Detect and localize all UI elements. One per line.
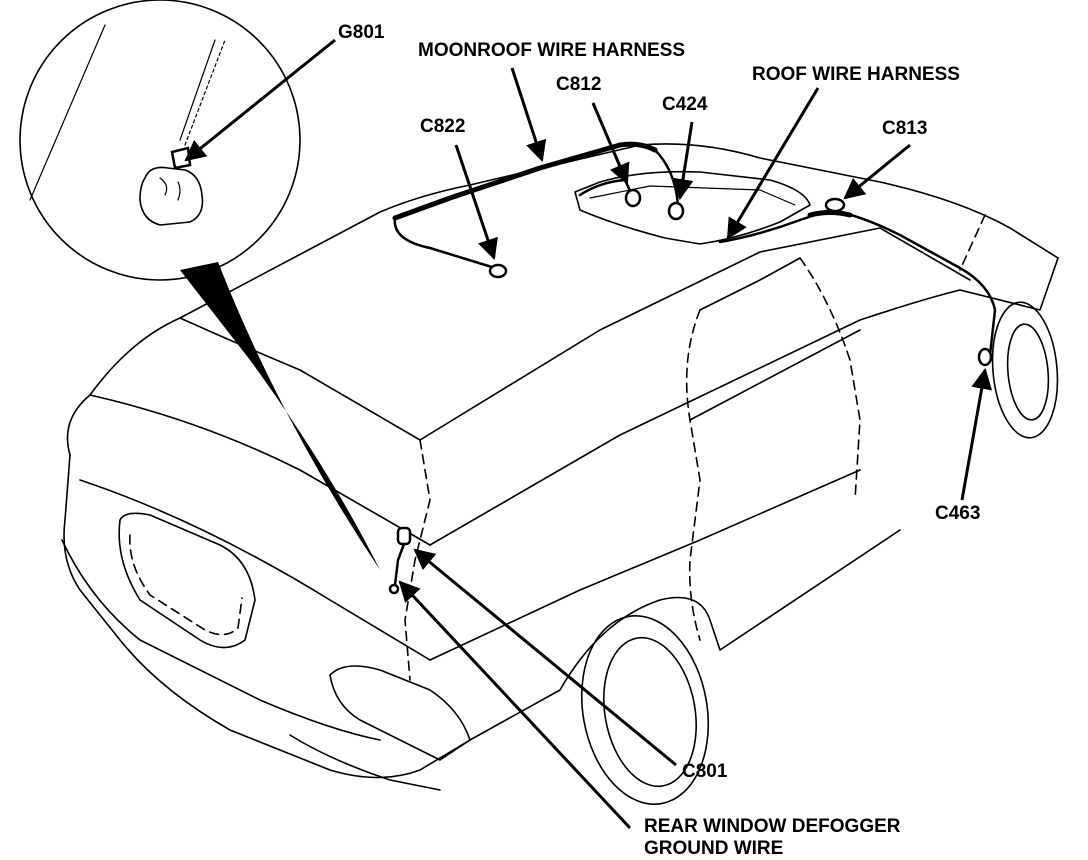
leader-lines xyxy=(184,38,993,830)
c822-connector xyxy=(488,263,508,279)
roof-wire-harness xyxy=(718,208,997,357)
label-moonroof-wire-harness: MOONROOF WIRE HARNESS xyxy=(418,40,685,61)
c424-connector xyxy=(667,201,685,221)
label-defogger-line1: REAR WINDOW DEFOGGER xyxy=(644,816,901,837)
c813-connector xyxy=(824,197,846,213)
label-c424: C424 xyxy=(662,94,708,115)
g801-detail-inset xyxy=(19,0,380,570)
c463-connector xyxy=(977,347,993,367)
defogger-ground-terminal xyxy=(388,583,400,595)
label-defogger-line2: GROUND WIRE xyxy=(644,838,783,859)
label-g801: G801 xyxy=(338,22,385,43)
label-c812: C812 xyxy=(556,74,601,95)
label-c822: C822 xyxy=(420,116,465,137)
c801-connector xyxy=(396,526,412,546)
c812-connector xyxy=(624,188,642,208)
label-roof-wire-harness: ROOF WIRE HARNESS xyxy=(752,64,960,85)
label-c463: C463 xyxy=(935,503,980,524)
car-outline xyxy=(61,143,1059,805)
label-c813: C813 xyxy=(882,118,927,139)
connectors xyxy=(388,188,993,595)
label-c801: C801 xyxy=(682,761,728,782)
labels: G801 MOONROOF WIRE HARNESS C812 C424 ROO… xyxy=(338,22,980,859)
